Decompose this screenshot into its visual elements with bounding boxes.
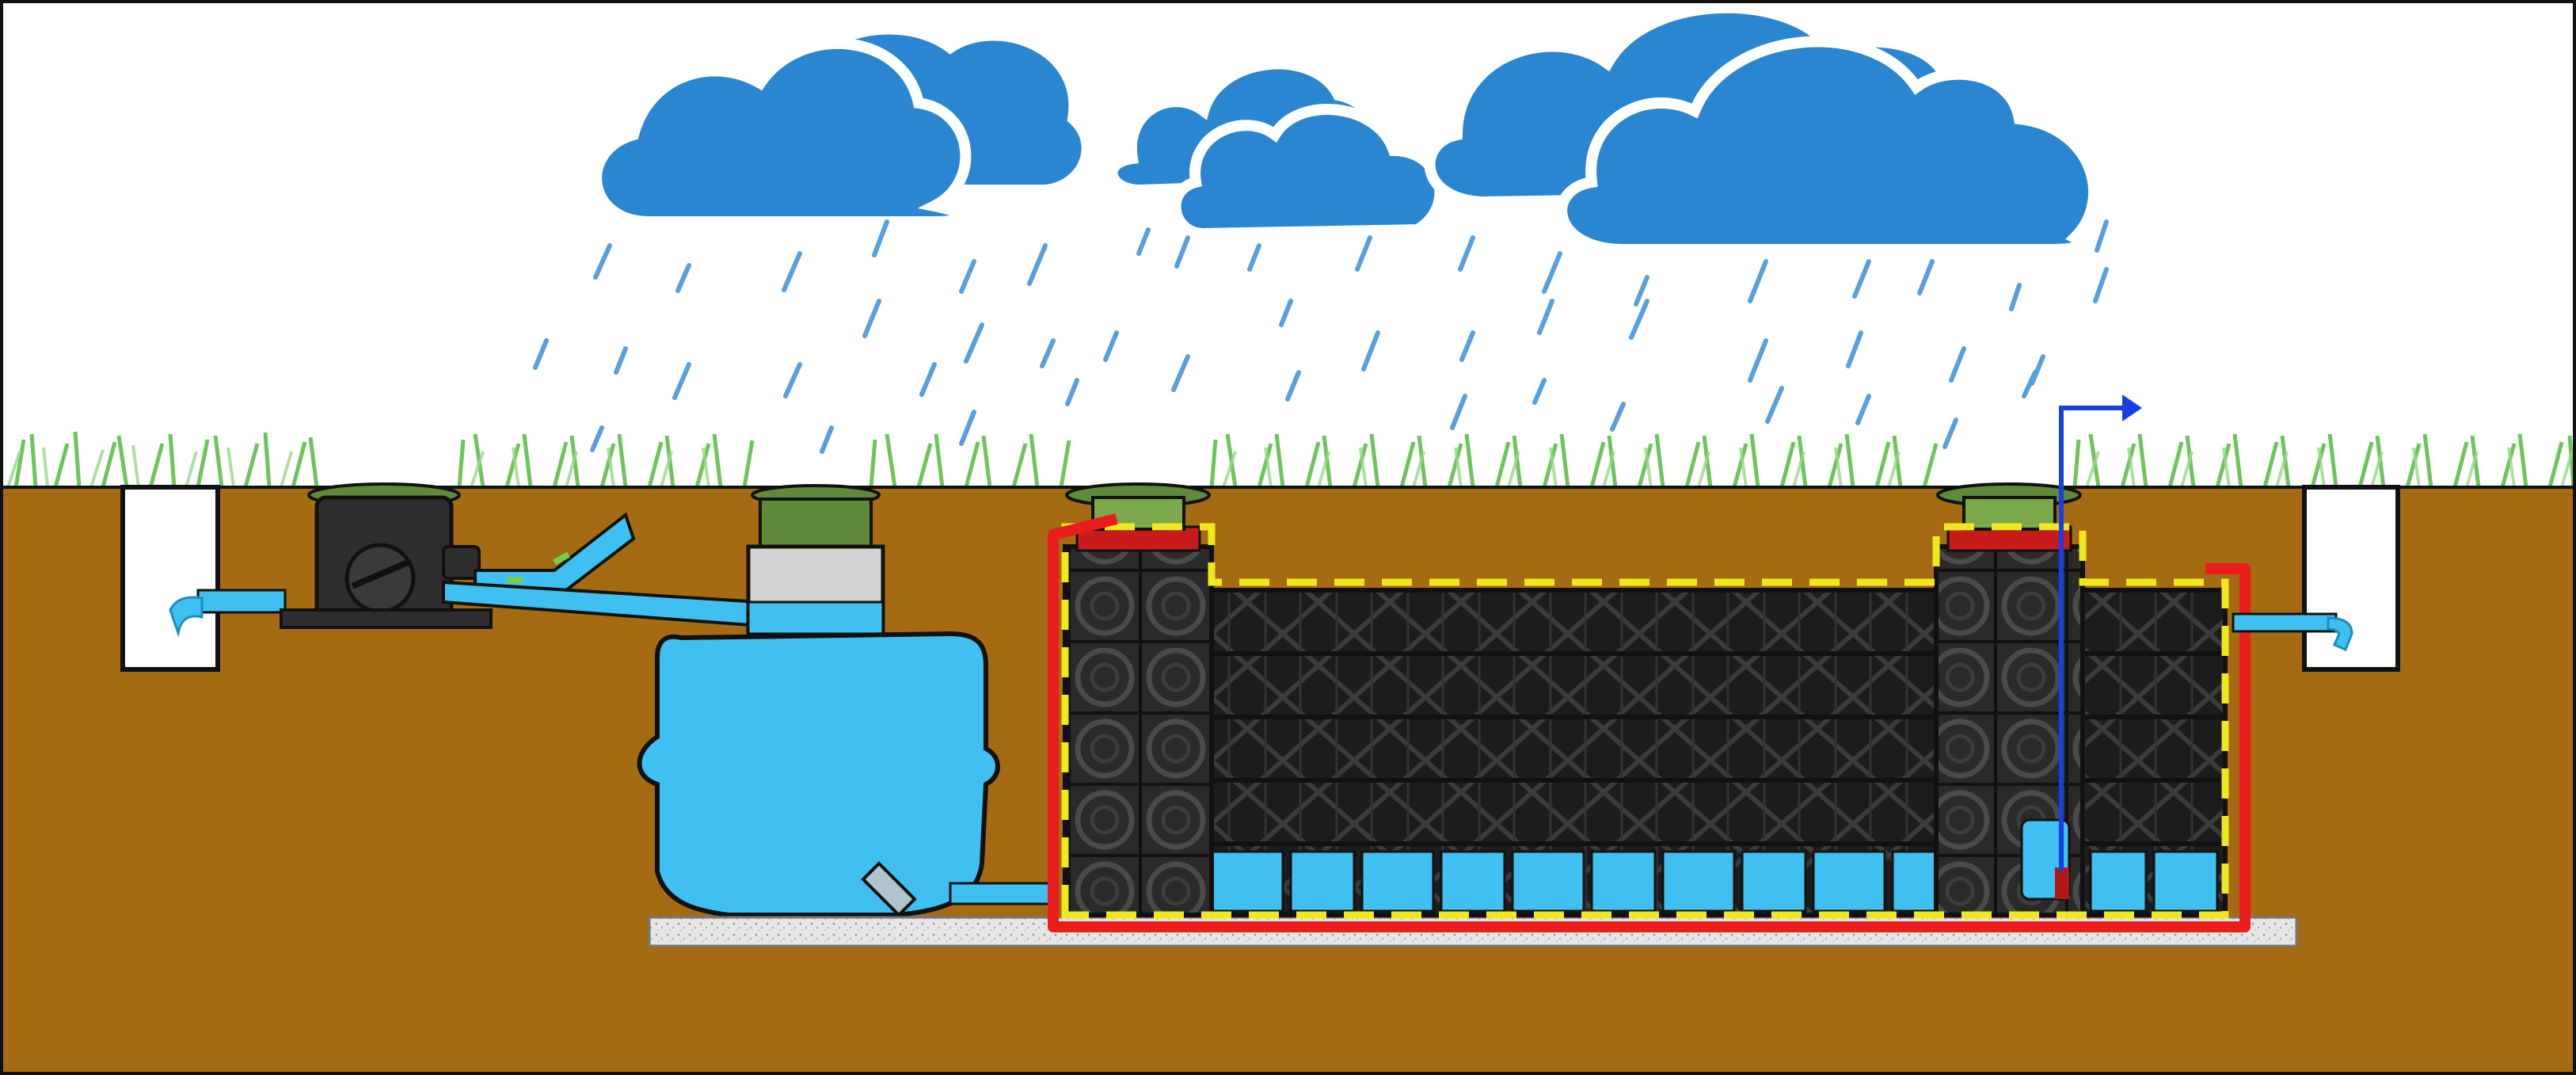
cloud-icon	[591, 37, 972, 227]
tank-icon	[637, 484, 1000, 917]
pump-icon	[2020, 818, 2071, 901]
cloud-icon	[1556, 36, 2099, 255]
outlet-shaft	[2302, 485, 2400, 672]
pipe-icon	[949, 882, 1055, 905]
rain	[533, 219, 2109, 454]
arrow-right-icon	[2059, 395, 2142, 871]
inlet-shaft	[120, 485, 220, 672]
overflow-outlet	[2232, 612, 2353, 651]
filter-icon	[280, 482, 493, 629]
solid-border-icon	[1048, 513, 2251, 932]
pipe-icon	[169, 589, 287, 638]
cloud-icon	[1106, 58, 1446, 240]
dashed-border-icon	[1061, 523, 2229, 919]
inspection-tower	[1063, 482, 1214, 917]
